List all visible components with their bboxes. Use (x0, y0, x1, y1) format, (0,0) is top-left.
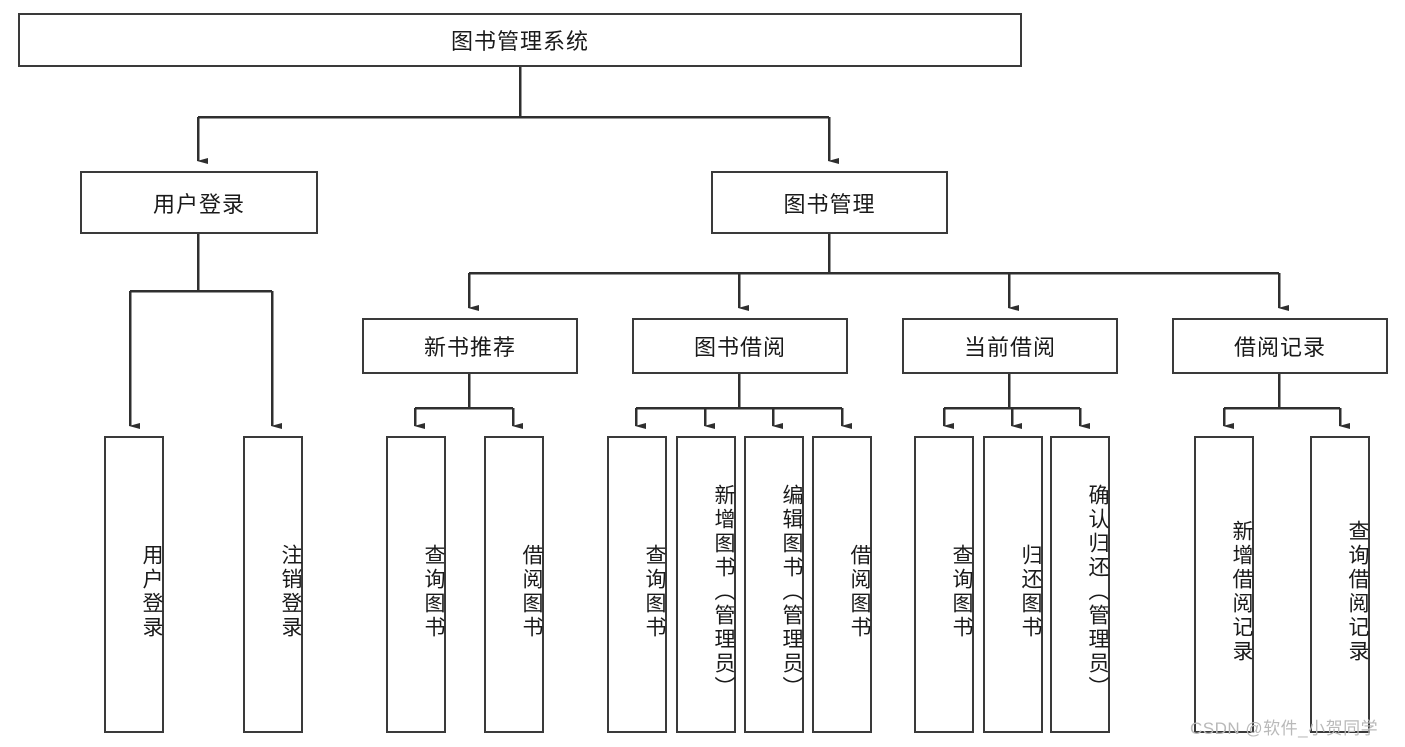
leaf-label: 用户登录 (140, 543, 163, 640)
leaf-label: 编辑图书（管理员） (780, 483, 803, 700)
node-leaf-borrow-book-1[interactable]: 借阅图书 (484, 436, 544, 733)
node-leaf-edit-book[interactable]: 编辑图书（管理员） (744, 436, 804, 733)
leaf-label: 借阅图书 (848, 543, 871, 640)
node-current-borrow[interactable]: 当前借阅 (902, 318, 1118, 374)
leaf-label: 查询图书 (643, 543, 666, 640)
csdn-watermark: CSDN @软件_小贺同学 (1190, 719, 1379, 738)
node-book-borrow[interactable]: 图书借阅 (632, 318, 848, 374)
node-book-manage[interactable]: 图书管理 (711, 171, 948, 234)
node-leaf-borrow-book-2[interactable]: 借阅图书 (812, 436, 872, 733)
leaf-label: 归还图书 (1019, 543, 1042, 640)
node-root-system[interactable]: 图书管理系统 (18, 13, 1022, 67)
node-leaf-query-book-2[interactable]: 查询图书 (607, 436, 667, 733)
leaf-label: 新增借阅记录 (1230, 519, 1253, 664)
node-leaf-user-login[interactable]: 用户登录 (104, 436, 164, 733)
node-leaf-query-record[interactable]: 查询借阅记录 (1310, 436, 1370, 733)
node-leaf-user-logout[interactable]: 注销登录 (243, 436, 303, 733)
node-user-login[interactable]: 用户登录 (80, 171, 318, 234)
leaf-label: 新增图书（管理员） (712, 483, 735, 700)
node-leaf-confirm-return[interactable]: 确认归还（管理员） (1050, 436, 1110, 733)
node-leaf-return-book[interactable]: 归还图书 (983, 436, 1043, 733)
leaf-label: 查询图书 (422, 543, 445, 640)
node-leaf-add-book[interactable]: 新增图书（管理员） (676, 436, 736, 733)
leaf-label: 借阅图书 (520, 543, 543, 640)
node-leaf-query-book-1[interactable]: 查询图书 (386, 436, 446, 733)
node-leaf-add-record[interactable]: 新增借阅记录 (1194, 436, 1254, 733)
node-new-book-recommend[interactable]: 新书推荐 (362, 318, 578, 374)
node-leaf-query-book-3[interactable]: 查询图书 (914, 436, 974, 733)
node-borrow-record[interactable]: 借阅记录 (1172, 318, 1388, 374)
leaf-label: 确认归还（管理员） (1086, 483, 1109, 700)
leaf-label: 查询借阅记录 (1346, 519, 1369, 664)
leaf-label: 注销登录 (279, 543, 302, 640)
leaf-label: 查询图书 (950, 543, 973, 640)
